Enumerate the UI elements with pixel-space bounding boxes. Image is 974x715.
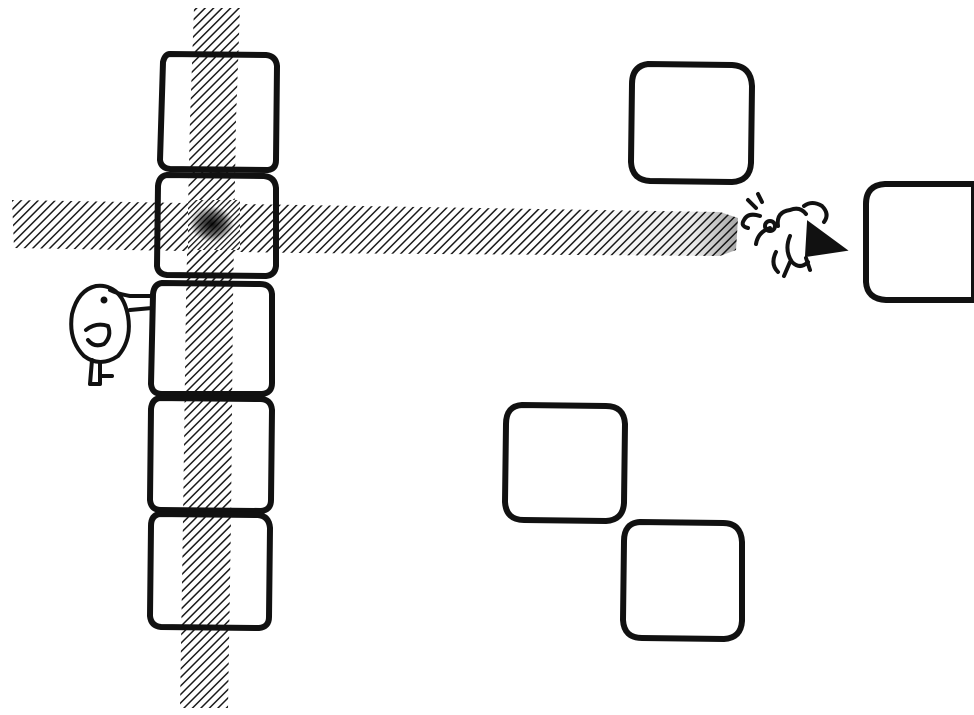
bird-icon[interactable] [71, 286, 152, 384]
bug-creature-icon[interactable] [743, 194, 846, 276]
column-tile[interactable] [160, 54, 277, 170]
loose-tiles [505, 64, 974, 639]
tile-column [150, 54, 277, 628]
loose-tile-top[interactable] [631, 64, 752, 182]
horizontal-beam [12, 200, 738, 256]
column-tile[interactable] [150, 514, 270, 628]
loose-tile-right[interactable] [866, 184, 974, 300]
column-tile[interactable] [150, 398, 272, 511]
column-tile[interactable] [157, 175, 276, 276]
column-tile[interactable] [151, 283, 272, 394]
loose-tile-middle[interactable] [505, 405, 625, 521]
loose-tile-bottom[interactable] [623, 522, 742, 639]
